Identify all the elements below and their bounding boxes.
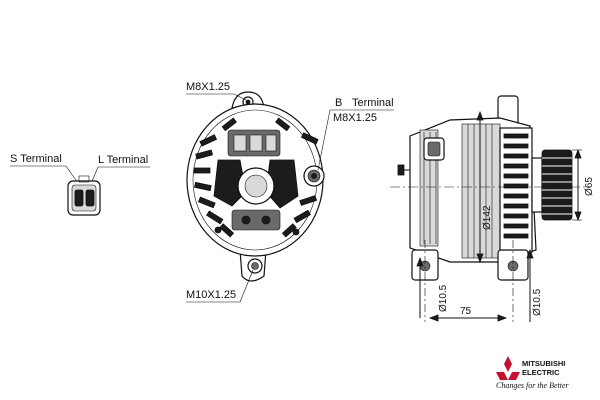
right-mount-dim: Ø10.5	[532, 288, 543, 316]
b-bolt-label: M8X1.25	[333, 112, 377, 124]
vent-slots	[193, 117, 319, 238]
brand-name-line1: MITSUBISHI	[522, 359, 565, 368]
brand-tagline: Changes for the Better	[496, 381, 570, 390]
alternator-side-view: Ø142 Ø65 Ø10.5 Ø10.5 75	[390, 95, 595, 322]
pulley	[541, 149, 573, 221]
l-terminal-label: L Terminal	[98, 154, 148, 166]
front-fins	[503, 133, 529, 239]
bore-diameter-dim: Ø142	[482, 205, 493, 230]
bottom-bolt-label: M10X1.25	[186, 289, 236, 301]
three-diamonds-icon	[496, 356, 520, 380]
brand-name-line2: ELECTRIC	[522, 368, 560, 377]
mitsubishi-electric-logo: MITSUBISHI ELECTRIC Changes for the Bett…	[496, 356, 570, 390]
alternator-rear-view: M8X1.25 B Terminal M8X1.25 M10X1.25	[186, 81, 394, 303]
left-mount-dim: Ø10.5	[438, 284, 449, 312]
length-dim: 75	[460, 306, 472, 317]
b-terminal-word: Terminal	[352, 97, 394, 109]
s-terminal-label: S Terminal	[10, 153, 62, 165]
top-bolt-label: M8X1.25	[186, 81, 230, 93]
connector-plug: S Terminal L Terminal	[10, 153, 150, 216]
pulley-diameter-dim: Ø65	[584, 177, 595, 196]
b-terminal-label: B	[335, 97, 342, 109]
